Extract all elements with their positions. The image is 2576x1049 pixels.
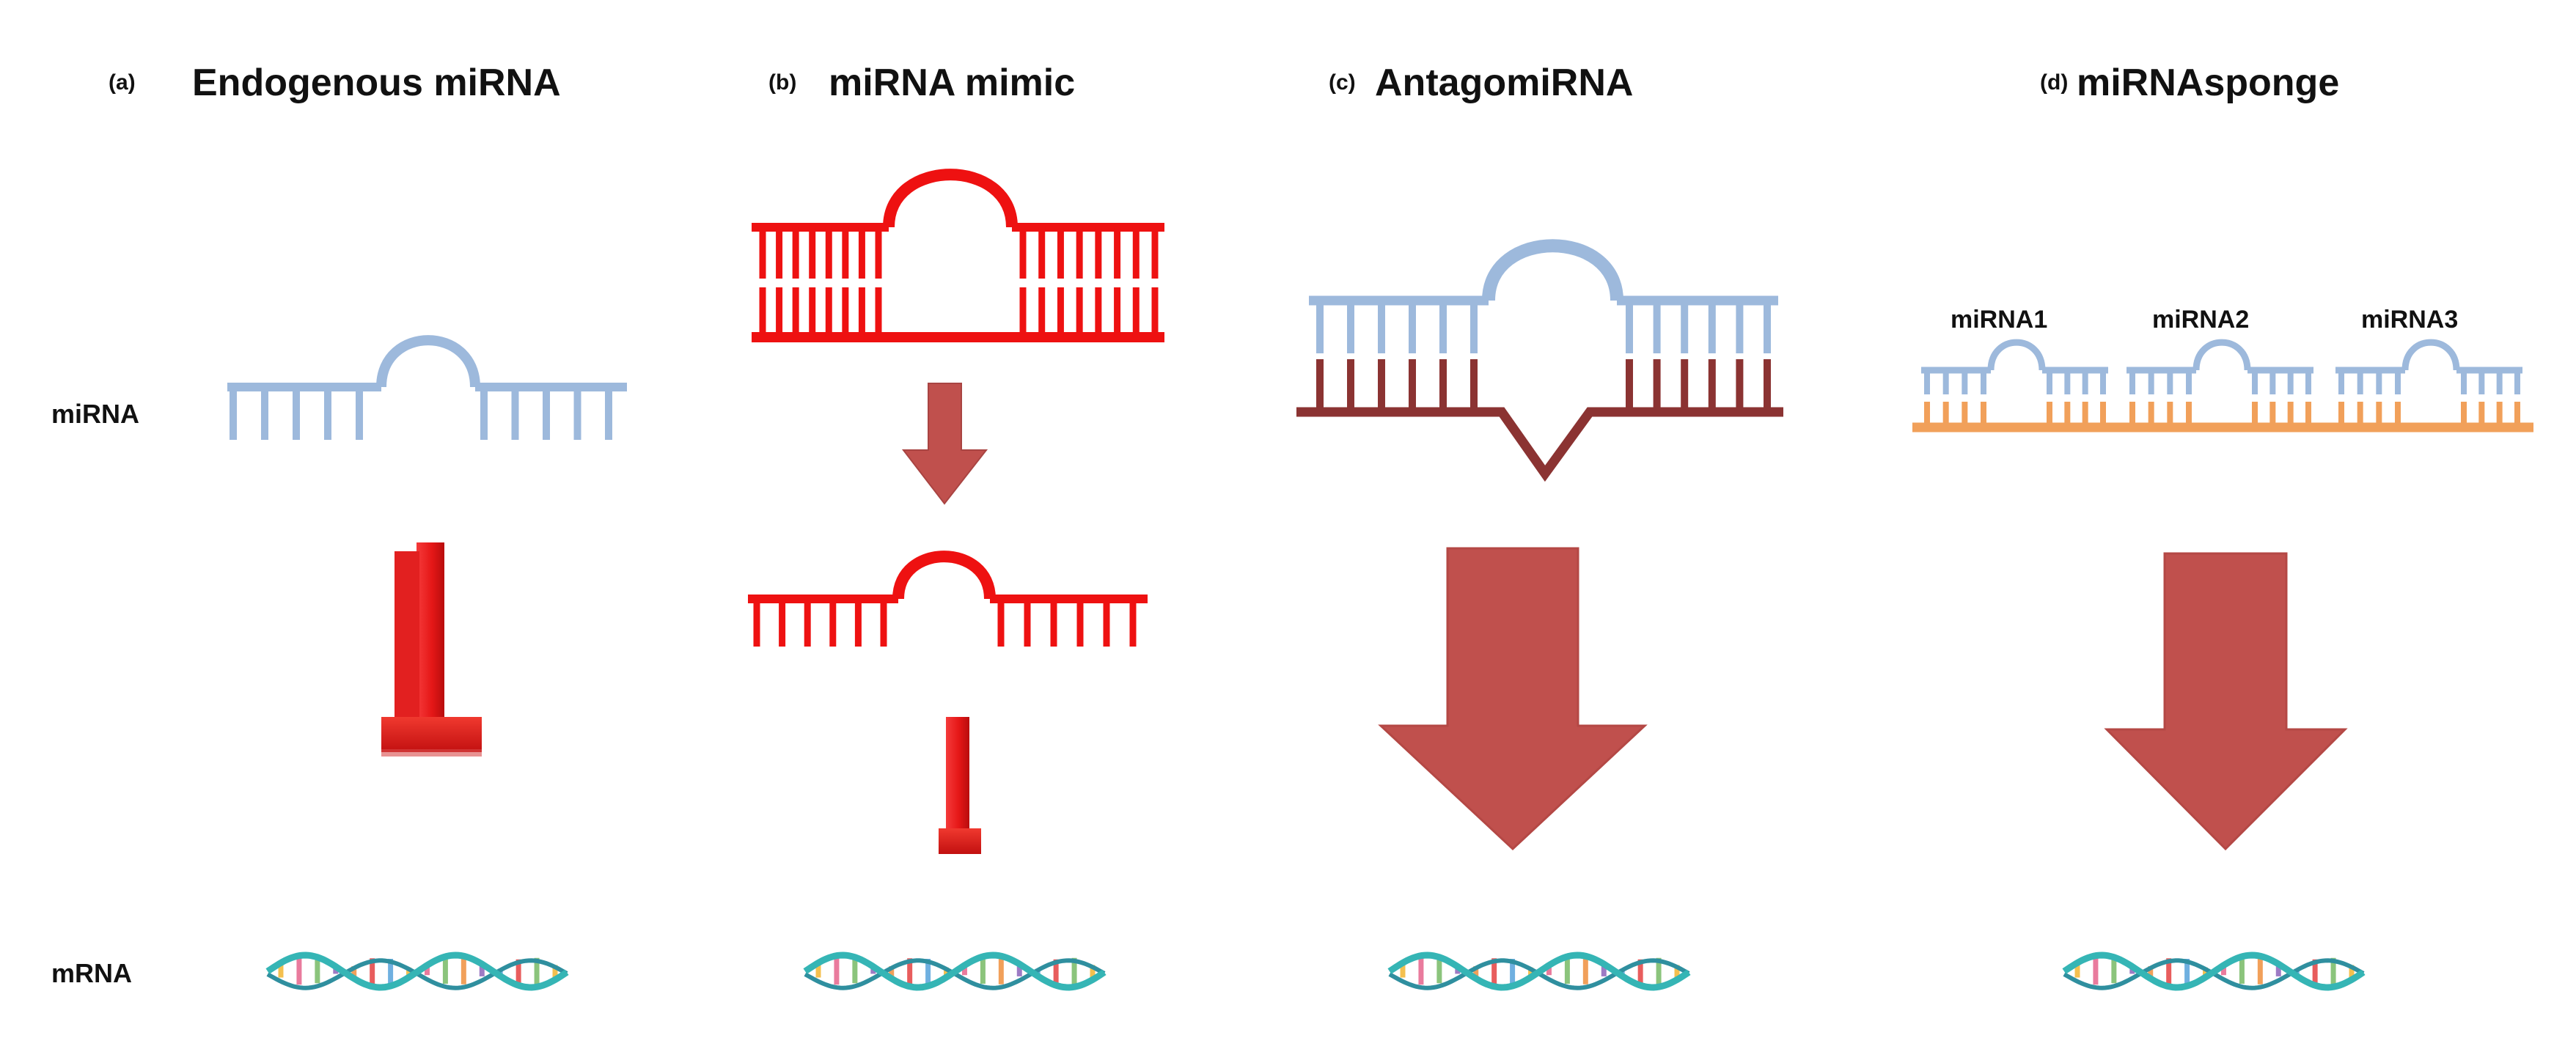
panel-b-mimic-single-strand xyxy=(748,551,1148,647)
panel-b-down-arrow-icon xyxy=(901,383,988,505)
helix-backbone-front xyxy=(265,952,569,991)
panel-d-title: (d) miRNAsponge xyxy=(2040,62,2339,104)
helix-backbone-front xyxy=(803,952,1107,991)
bulge-loop xyxy=(1987,339,2046,371)
panel-b-mrna-helix-icon xyxy=(803,952,1107,991)
panel-d-heading: miRNAsponge xyxy=(2077,62,2339,104)
bulge-loop xyxy=(883,169,1018,228)
bulge-loop xyxy=(376,335,480,388)
panel-b-inhibition-t-bar-icon xyxy=(939,717,981,854)
panel-a-tag: (a) xyxy=(109,70,136,95)
sponge-label-1: miRNA1 xyxy=(1951,306,2047,334)
panel-a-inhibition-t-bar-icon xyxy=(381,542,482,757)
helix-backbone-front xyxy=(1387,952,1691,991)
panel-c-mrna-helix-icon xyxy=(1387,952,1691,991)
panel-d-sponge-complex xyxy=(1912,339,2533,433)
bulge-loop xyxy=(2192,339,2251,371)
panel-a-mirna-strand xyxy=(227,335,627,440)
panel-c-tag: (c) xyxy=(1329,70,1356,95)
panel-d-down-arrow-icon xyxy=(2104,552,2348,851)
bulge-loop xyxy=(892,551,996,600)
panel-c-title: (c) AntagomiRNA xyxy=(1329,62,1633,104)
sponge-label-2: miRNA2 xyxy=(2152,306,2249,334)
bulge-loop xyxy=(2401,339,2460,371)
panel-d-mrna-helix-icon xyxy=(2062,952,2366,991)
mirna-row-label: miRNA xyxy=(51,399,139,429)
panel-c-heading: AntagomiRNA xyxy=(1375,62,1633,104)
panel-b-tag: (b) xyxy=(768,70,796,95)
panel-d-tag: (d) xyxy=(2040,70,2068,95)
panel-c-antagomir-duplex xyxy=(1296,239,1783,482)
sponge-label-3: miRNA3 xyxy=(2361,306,2458,334)
panel-a-mrna-helix-icon xyxy=(265,952,569,991)
panel-b-mimic-duplex xyxy=(752,169,1164,342)
antagomir-strand xyxy=(1296,407,1783,482)
panel-a-title: (a) Endogenous miRNA xyxy=(109,62,561,104)
panel-b-title: (b) miRNA mimic xyxy=(768,62,1075,104)
panel-b-heading: miRNA mimic xyxy=(829,62,1075,104)
panel-c-down-arrow-icon xyxy=(1378,547,1648,851)
panel-a-heading: Endogenous miRNA xyxy=(192,62,561,104)
helix-backbone-front xyxy=(2062,952,2366,991)
bulge-loop xyxy=(1482,239,1623,301)
mrna-row-label: mRNA xyxy=(51,958,132,988)
